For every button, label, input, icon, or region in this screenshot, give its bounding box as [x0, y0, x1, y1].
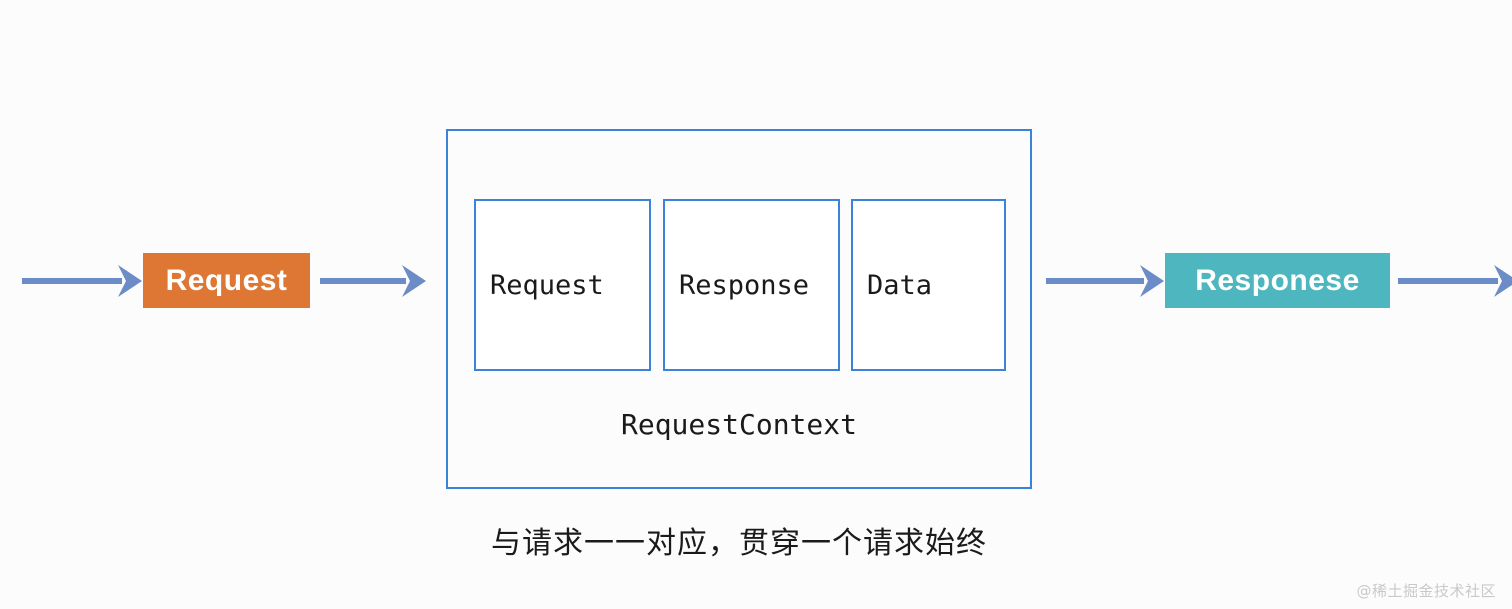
- request-context-container: [446, 129, 1032, 489]
- incoming-request-arrow: [22, 259, 144, 303]
- response-box: Responese: [1165, 253, 1390, 308]
- context-inner-box-response: Response: [663, 199, 840, 371]
- request-box: Request: [143, 253, 310, 308]
- response-box-label: Responese: [1195, 263, 1360, 297]
- context-inner-label-request: Request: [490, 269, 604, 301]
- context-inner-label-response: Response: [679, 269, 810, 301]
- request-box-label: Request: [165, 263, 288, 297]
- context-inner-box-request: Request: [474, 199, 651, 371]
- context-inner-box-data: Data: [851, 199, 1006, 371]
- context-inner-label-data: Data: [867, 269, 933, 301]
- request-to-context-arrow: [320, 259, 442, 303]
- context-to-response-arrow: [1046, 259, 1168, 303]
- diagram-caption: 与请求一一对应，贯穿一个请求始终: [491, 526, 987, 561]
- request-context-label: RequestContext: [620, 408, 857, 441]
- watermark: @稀土掘金技术社区: [1356, 582, 1496, 600]
- outgoing-response-arrow: [1398, 259, 1512, 303]
